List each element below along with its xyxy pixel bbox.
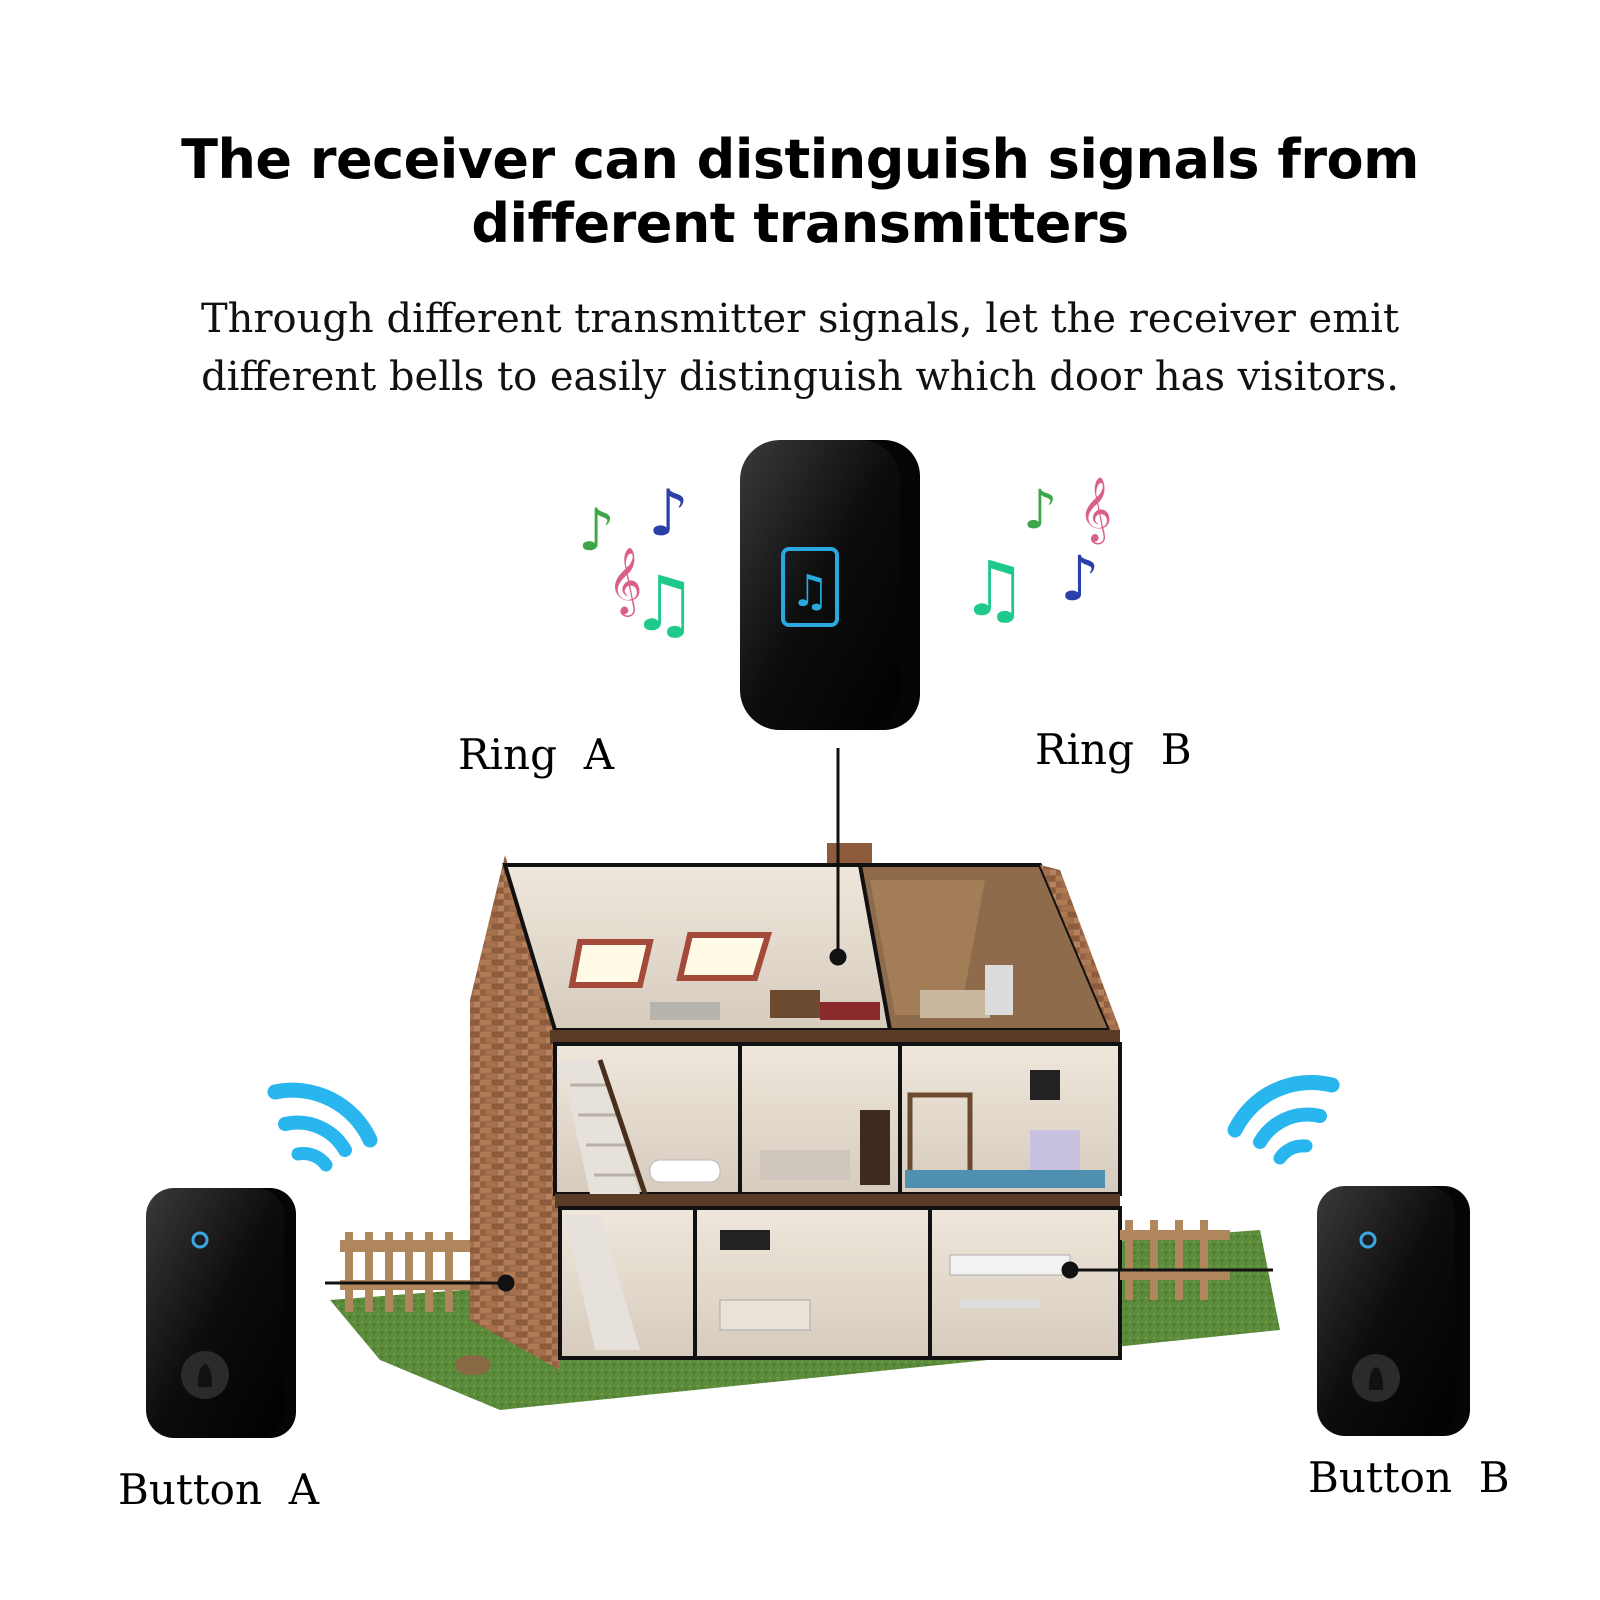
music-note-icon (781, 547, 839, 627)
brick-gable (1040, 865, 1120, 1030)
music-notes-right: ♪ 𝄞 ♫ ♪ (960, 477, 1112, 633)
bed (760, 1150, 850, 1180)
attic-cabinet (985, 965, 1013, 1015)
ring-b-label: Ring B (1035, 725, 1192, 774)
led-indicator (191, 1231, 209, 1249)
wifi-signal-icon (267, 1082, 378, 1172)
skylight (568, 939, 654, 988)
bell-icon (1369, 1367, 1383, 1390)
rug (905, 1170, 1105, 1188)
skylight (676, 932, 773, 981)
dining-table (960, 1300, 1040, 1308)
music-note-glyph: ♫ (790, 566, 829, 617)
staircase (560, 1059, 648, 1195)
attic-storage (920, 990, 990, 1018)
ground-floor (558, 1206, 1122, 1360)
wall-art (1030, 1070, 1060, 1100)
music-notes-icon: ♫ (630, 559, 698, 648)
headline-line-2: different transmitters (471, 192, 1129, 255)
music-note-icon: ♪ (1023, 478, 1057, 541)
treble-clef-icon: 𝄞 (608, 546, 642, 617)
button-b-device (1317, 1186, 1470, 1436)
music-notes-icon: ♫ (960, 544, 1028, 633)
music-note-icon: ♪ (648, 477, 689, 551)
music-note-icon: ♪ (578, 496, 615, 564)
bathtub (649, 1159, 721, 1183)
button-b-label: Button B (1308, 1453, 1510, 1502)
button-a-device (146, 1188, 296, 1438)
lower-stairs (565, 1215, 640, 1350)
led-indicator (1359, 1231, 1377, 1249)
attic-sofa (650, 1002, 720, 1020)
bell-icon (198, 1364, 212, 1387)
chimney (827, 843, 872, 865)
tv-wall (720, 1230, 770, 1250)
sofa (719, 1299, 811, 1331)
desk (1030, 1130, 1080, 1170)
attic-bed (820, 1002, 880, 1020)
dog (455, 1355, 491, 1375)
music-note-icon: ♪ (1060, 542, 1100, 615)
wifi-signal-icon (1227, 1074, 1340, 1165)
headline-line-1: The receiver can distinguish signals fro… (181, 128, 1419, 191)
wardrobe (860, 1110, 890, 1185)
fence-right (1120, 1220, 1230, 1300)
connector-lines (325, 748, 1273, 1292)
ring-a-label: Ring A (458, 730, 615, 779)
brick-side-wall (470, 855, 560, 1370)
house-cutaway (330, 843, 1280, 1410)
roof-planks (870, 880, 985, 1015)
page-headline: The receiver can distinguish signals fro… (100, 128, 1500, 256)
music-notes-left: ♪ ♪ 𝄞 ♫ (578, 477, 698, 648)
description-text: Through different transmitter signals, l… (150, 290, 1450, 406)
floor-slab (550, 1030, 1120, 1044)
kitchen-counter (949, 1254, 1071, 1276)
button-a-label: Button A (118, 1465, 320, 1514)
fence-left (340, 1232, 470, 1312)
description-line-1: Through different transmitter signals, l… (200, 296, 1400, 342)
description-line-2: different bells to easily distinguish wh… (201, 354, 1399, 400)
treble-clef-icon: 𝄞 (1079, 477, 1112, 544)
floor-slab (555, 1194, 1120, 1208)
attic-desk (770, 990, 820, 1018)
receiver-device: ♫ (740, 440, 920, 730)
